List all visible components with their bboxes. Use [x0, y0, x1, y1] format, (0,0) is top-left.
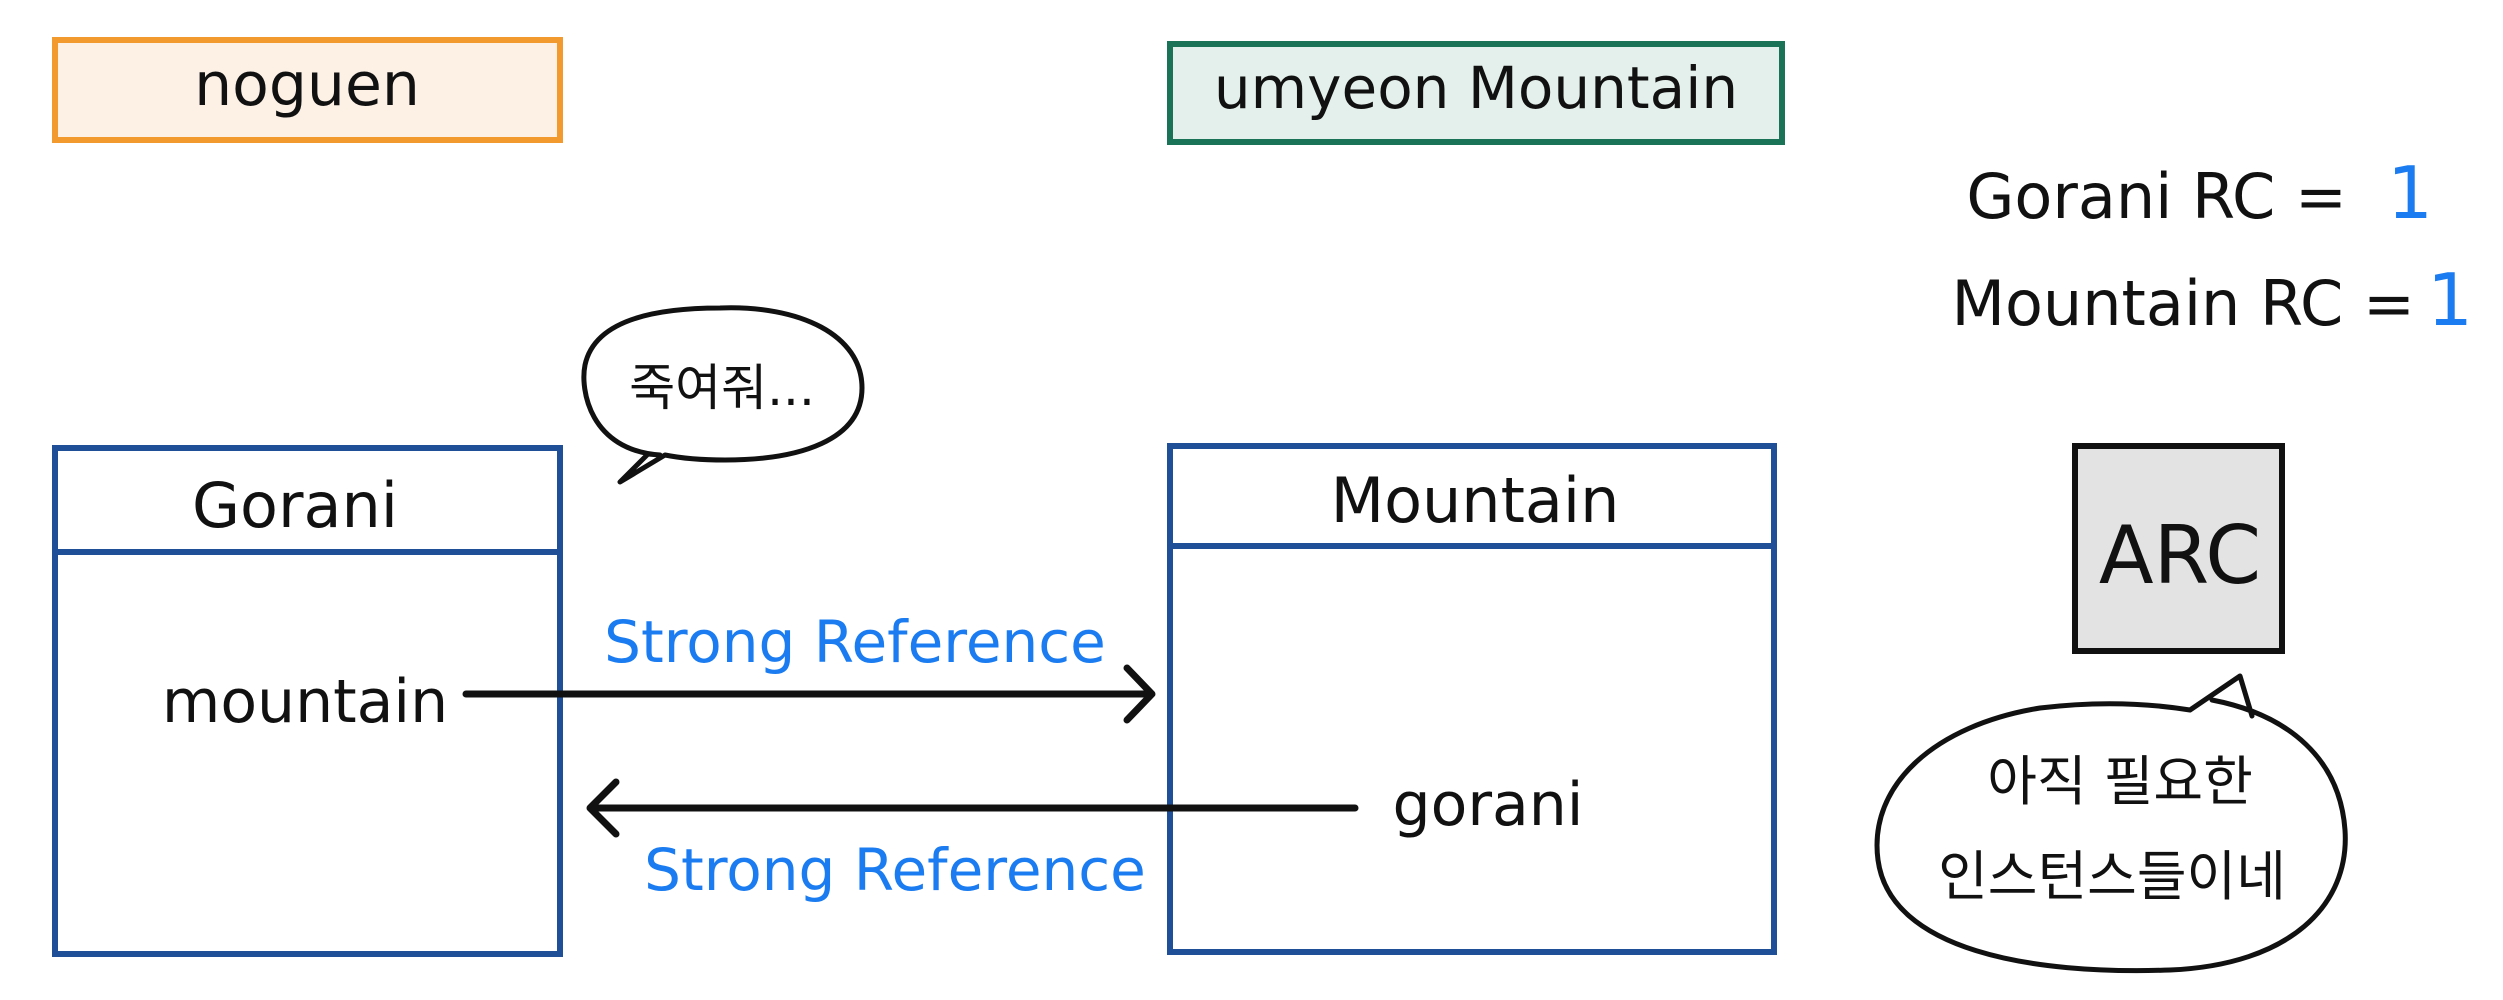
owner-label-umyeon-mountain-box — [1167, 41, 1785, 145]
arrow-head-to-gorani — [586, 778, 620, 838]
speech-bubble-arc-line1: 아직 필요한 — [1987, 750, 2253, 813]
owner-label-umyeon-mountain: umyeon Mountain — [1167, 41, 1785, 145]
arc-box: ARC — [2072, 443, 2285, 654]
strong-reference-arrow-to-gorani — [586, 778, 1359, 838]
speech-bubble-gorani-outline — [581, 305, 865, 485]
ref-count-mountain: Mountain RC = 1 — [1952, 258, 2473, 342]
class-box-mountain-title: Mountain — [1331, 464, 1620, 537]
class-box-gorani-property: mountain — [162, 667, 448, 737]
strong-reference-arrow-to-mountain — [462, 664, 1156, 724]
ref-count-mountain-label: Mountain RC = — [1952, 267, 2416, 340]
arc-box-label: ARC — [2099, 509, 2261, 602]
owner-label-noguen-box — [52, 37, 563, 143]
class-box-gorani-title: Gorani — [192, 469, 398, 542]
class-box-mountain-frame — [1167, 443, 1777, 955]
ref-count-gorani: Gorani RC = 1 — [1966, 151, 2433, 235]
owner-label-umyeon-mountain-text: umyeon Mountain — [1214, 54, 1738, 122]
speech-bubble-gorani: 죽여줘... — [581, 305, 865, 485]
owner-label-noguen-text: noguen — [194, 50, 420, 120]
class-box-mountain-property: gorani — [1393, 770, 1584, 840]
speech-bubble-arc-line2: 인스턴스들이네 — [1938, 845, 2286, 908]
ref-count-gorani-label: Gorani RC = — [1966, 160, 2347, 233]
strong-reference-label-bottom: Strong Reference — [644, 836, 1146, 904]
ref-count-gorani-value: 1 — [2387, 151, 2433, 235]
arc-box-frame — [2072, 443, 2285, 654]
speech-bubble-gorani-text: 죽여줘... — [629, 359, 815, 417]
arrow-head-to-mountain — [1123, 664, 1156, 724]
speech-bubble-arc: 아직 필요한 인스턴스들이네 — [1874, 673, 2348, 974]
class-box-mountain: Mountain gorani — [1167, 443, 1777, 955]
strong-reference-label-top: Strong Reference — [604, 608, 1106, 676]
ref-count-mountain-value: 1 — [2427, 258, 2473, 342]
owner-label-noguen: noguen — [52, 37, 563, 143]
speech-bubble-arc-outline — [1874, 673, 2348, 974]
class-box-gorani-frame — [52, 445, 563, 957]
class-box-gorani: Gorani mountain — [52, 445, 563, 957]
